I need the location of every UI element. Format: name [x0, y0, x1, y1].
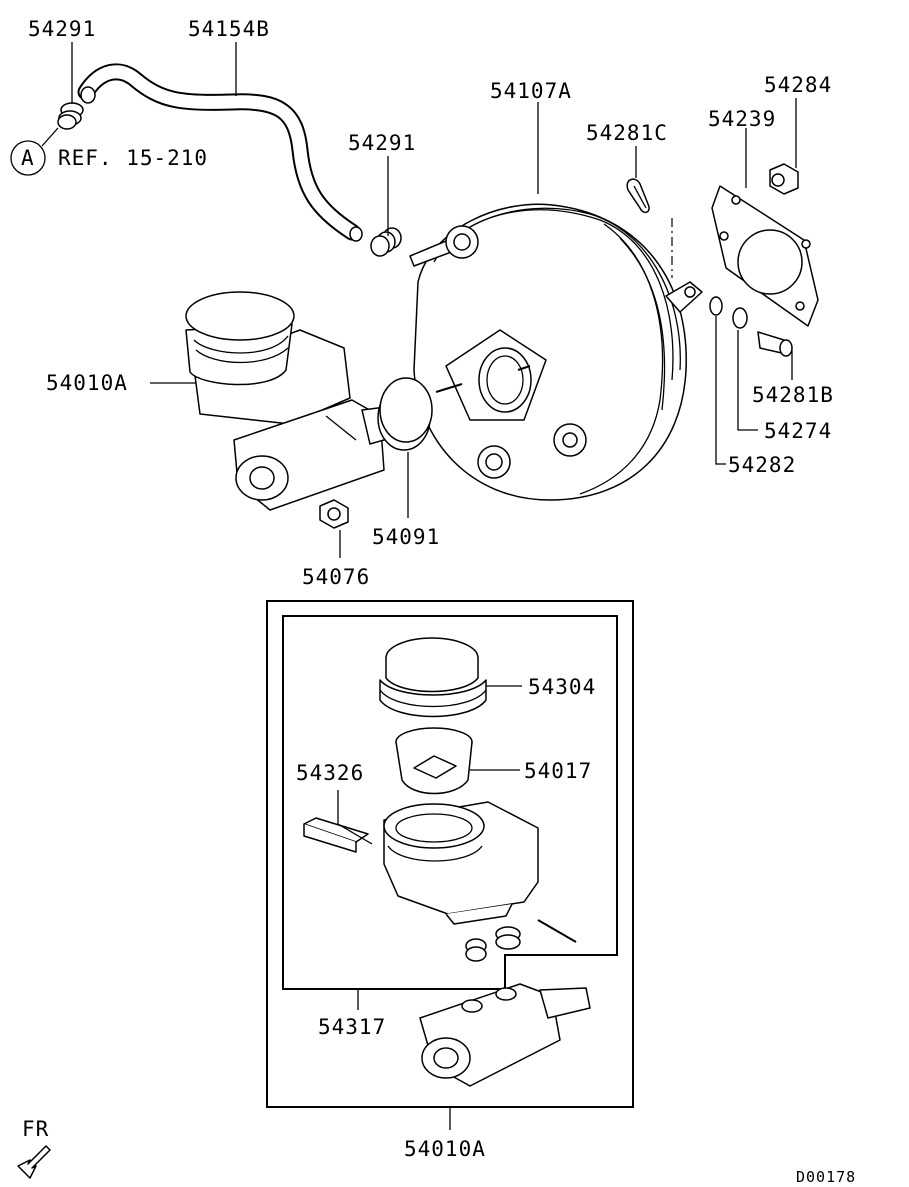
strainer [395, 727, 473, 795]
label-ring: 54282 [728, 453, 796, 477]
clevis-pin-clip [626, 178, 650, 214]
reservoir-cap [379, 637, 487, 718]
master-cylinder-lower [419, 983, 591, 1087]
grommets [465, 926, 521, 962]
label-hose-clip-top: 54291 [28, 17, 96, 41]
detail-box-inner [282, 615, 618, 990]
label-vacuum-hose: 54154B [188, 17, 270, 41]
label-gasket: 54239 [708, 107, 776, 131]
label-clevis-pin-clip: 54281C [586, 121, 668, 145]
label-clevis-pin: 54281B [752, 383, 834, 407]
label-reservoir-cap: 54304 [528, 675, 596, 699]
hose-clip-top [57, 102, 84, 130]
label-diagram-id: D00178 [796, 1168, 856, 1186]
label-master-cylinder-lower: 54010A [404, 1137, 486, 1161]
label-booster: 54107A [490, 79, 572, 103]
label-seal: 54091 [372, 525, 440, 549]
label-ref-text: REF. 15-210 [58, 146, 208, 170]
label-front-mark: FR [22, 1117, 49, 1141]
gasket [711, 185, 819, 327]
label-nut-bottom: 54076 [302, 565, 370, 589]
label-master-cylinder-upper: 54010A [46, 371, 128, 395]
ref-circle [10, 140, 46, 176]
label-hose-clip-mid: 54291 [348, 131, 416, 155]
reservoir-body [383, 801, 577, 943]
label-nut-top: 54284 [764, 73, 832, 97]
label-reservoir-kit: 54317 [318, 1015, 386, 1039]
clevis-pin [757, 331, 793, 357]
label-washer: 54274 [764, 419, 832, 443]
seal-ring [379, 377, 433, 443]
washer [732, 307, 748, 329]
arrow-down-left-icon [17, 1145, 51, 1179]
label-strainer: 54017 [524, 759, 592, 783]
leader-lines [41, 42, 797, 1130]
seal-kit-strip [303, 817, 369, 853]
nut-top [769, 163, 799, 195]
brake-booster [409, 203, 703, 501]
label-seal-kit: 54326 [296, 761, 364, 785]
ring [709, 296, 723, 316]
hose-clip-mid [370, 227, 402, 257]
label-ref-circle: A [21, 146, 35, 170]
vacuum-hose [77, 63, 363, 242]
nut-bottom [319, 499, 349, 529]
